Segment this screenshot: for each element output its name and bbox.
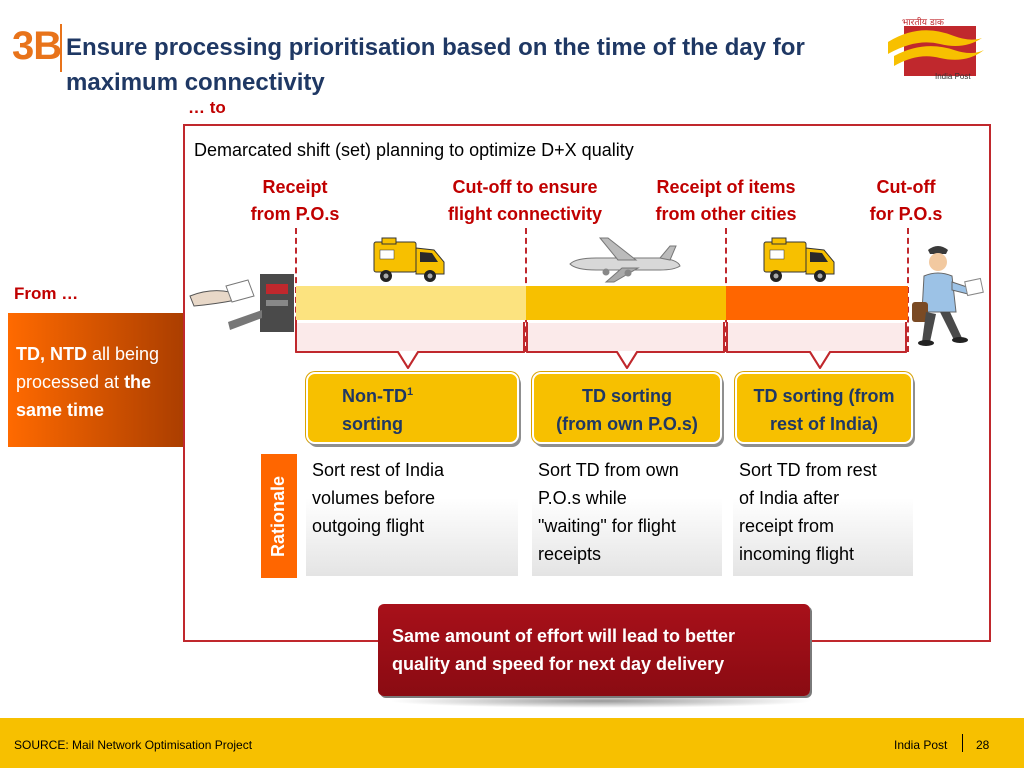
post-truck-icon [373,237,445,282]
footer-divider [962,734,963,752]
footer-source: SOURCE: Mail Network Optimisation Projec… [14,738,253,752]
postman-icon [912,246,984,346]
conclusion-shadow [388,694,814,708]
box-title: Demarcated shift (set) planning to optim… [194,140,634,160]
timeline-band-td-own [526,286,726,320]
footer-org: India Post [894,738,948,752]
footer-bar [0,718,1024,768]
india-post-logo-icon: भारतीय डाक [888,16,984,76]
to-label: … to [188,98,226,117]
sorting-td-own: TD sorting(from own P.O.s) [532,372,722,444]
post-truck-icon [763,237,835,282]
page-title: Ensure processing prioritisation based o… [66,34,805,96]
title-divider [60,24,62,72]
timeline-marker-4 [907,228,909,352]
current-state-arrow [8,313,200,447]
airplane-icon [569,237,681,283]
timeline-band-non-td [296,286,526,320]
rationale-label-box [261,454,297,578]
logo-name: India Post [935,72,971,81]
page-number: 28 [976,738,990,752]
from-label: From … [14,284,79,303]
logo-hindi-text: भारतीय डाक [902,16,945,28]
conclusion-box: Same amount of effort will lead to bette… [378,604,810,696]
current-state-text: TD, NTD all being processed at the same … [16,344,160,420]
section-number: 3B [12,24,62,68]
letter-sorter-icon [189,274,294,332]
rationale-label: Rationale [268,475,289,557]
timeline-band-td-rest [726,286,908,320]
